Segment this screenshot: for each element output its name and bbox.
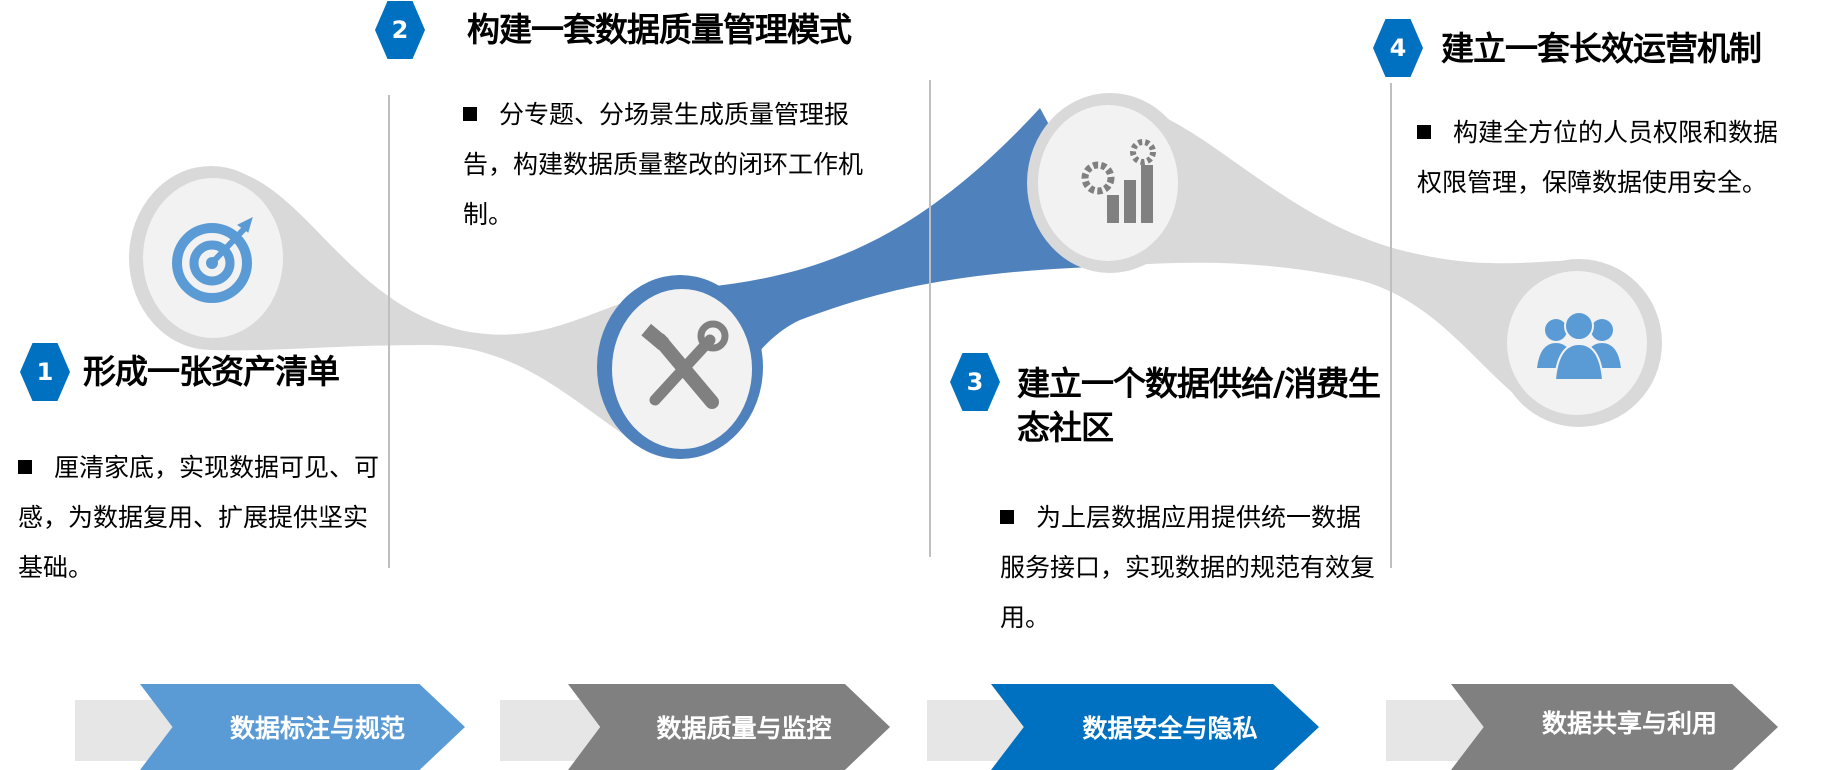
target-icon <box>172 217 253 303</box>
step-title: 构建一套数据质量管理模式 <box>467 10 852 49</box>
divider <box>388 95 390 568</box>
chevron-label-4: 数据共享与利用 <box>1451 684 1778 770</box>
gear-chart-icon <box>1081 139 1156 223</box>
bullet-icon <box>1417 125 1431 139</box>
step-number-badge: 4 <box>1373 19 1423 77</box>
divider <box>929 80 931 557</box>
bullet-icon <box>463 107 477 121</box>
bullet-icon <box>1000 510 1014 524</box>
bullet-icon <box>18 460 32 474</box>
chevron-label-1: 数据标注与规范 <box>140 684 465 770</box>
step-description: 构建全方位的人员权限和数据权限管理，保障数据使用安全。 <box>1417 118 1779 197</box>
band-segment-1 <box>210 168 680 450</box>
step-title: 建立一个数据供给/消费生态社区 <box>1017 364 1381 447</box>
step-number-badge: 2 <box>375 1 425 59</box>
people-icon <box>1537 311 1621 381</box>
step-description: 厘清家底，实现数据可见、可感，为数据复用、扩展提供坚实基础。 <box>18 453 380 582</box>
chevron-label-2: 数据质量与监控 <box>568 684 890 770</box>
step-title: 形成一张资产清单 <box>83 352 340 391</box>
step-title: 建立一套长效运营机制 <box>1441 29 1762 68</box>
tools-icon <box>641 320 729 409</box>
chevron-label-3: 数据安全与隐私 <box>991 684 1319 770</box>
step-description: 为上层数据应用提供统一数据服务接口，实现数据的规范有效复用。 <box>1000 503 1376 632</box>
step-description: 分专题、分场景生成质量管理报告，构建数据质量整改的闭环工作机制。 <box>463 100 864 229</box>
divider <box>1390 83 1392 568</box>
band-segment-2 <box>640 108 1125 448</box>
band-segment-3 <box>1110 100 1579 425</box>
